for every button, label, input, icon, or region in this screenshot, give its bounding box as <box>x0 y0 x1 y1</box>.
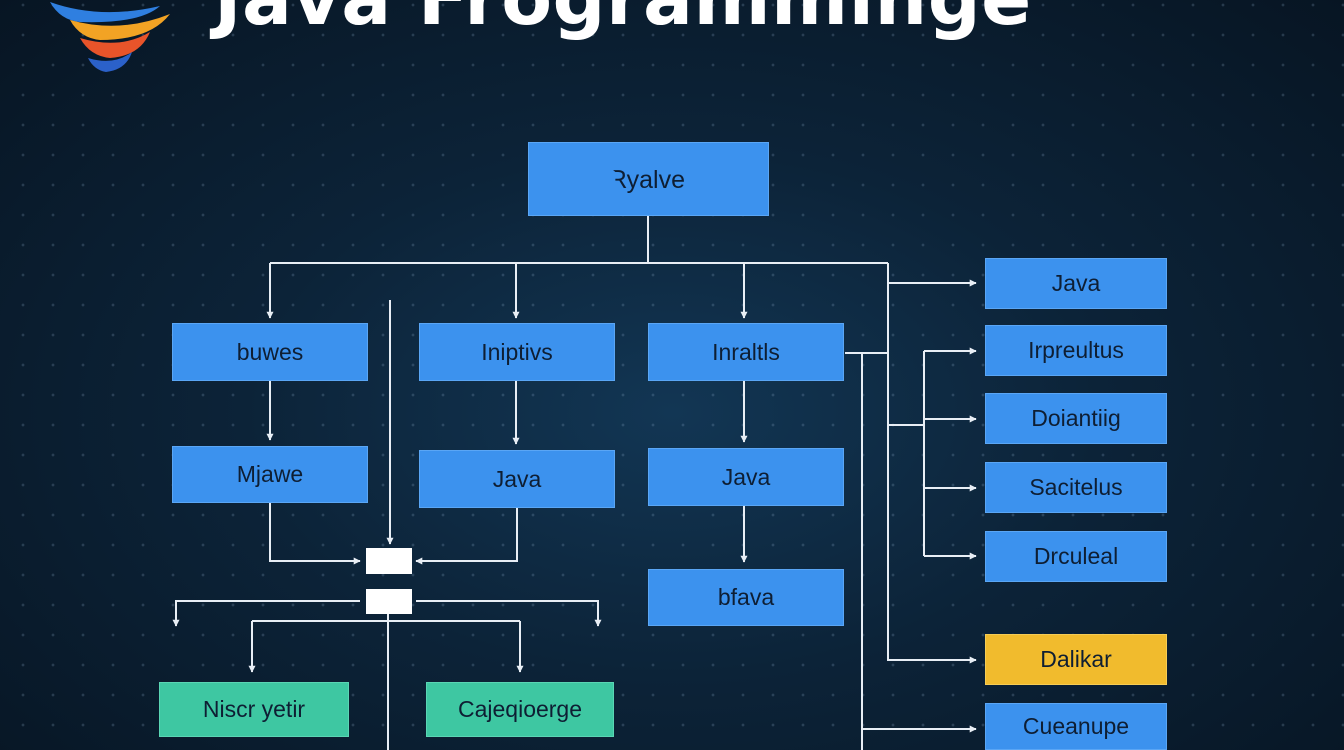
junction-box-1 <box>366 548 412 574</box>
node-col2-1: Iniptivs <box>419 323 615 381</box>
node-right-4: Sacitelus <box>985 462 1167 513</box>
node-col3-3: bfava <box>648 569 844 626</box>
node-right-6: Dalikar <box>985 634 1167 685</box>
node-col1-2: Mjawe <box>172 446 368 503</box>
node-bottom-1: Niscr yetir <box>159 682 349 737</box>
node-right-3: Doiantiig <box>985 393 1167 444</box>
node-col3-2: Java <box>648 448 844 506</box>
junction-box-2 <box>366 589 412 614</box>
node-col3-1: Inraltls <box>648 323 844 381</box>
node-right-2: Irpreultus <box>985 325 1167 376</box>
node-bottom-2: Cajeqioerge <box>426 682 614 737</box>
page-title: Java Frogramminge <box>214 0 1032 42</box>
swirl-logo-icon <box>50 2 170 72</box>
node-right-5: Drculeal <box>985 531 1167 582</box>
root-node: Ꝛyalve <box>528 142 769 216</box>
node-right-1: Java <box>985 258 1167 309</box>
node-col2-2: Java <box>419 450 615 508</box>
node-right-7: Cueanupe <box>985 703 1167 750</box>
node-col1-1: buwes <box>172 323 368 381</box>
